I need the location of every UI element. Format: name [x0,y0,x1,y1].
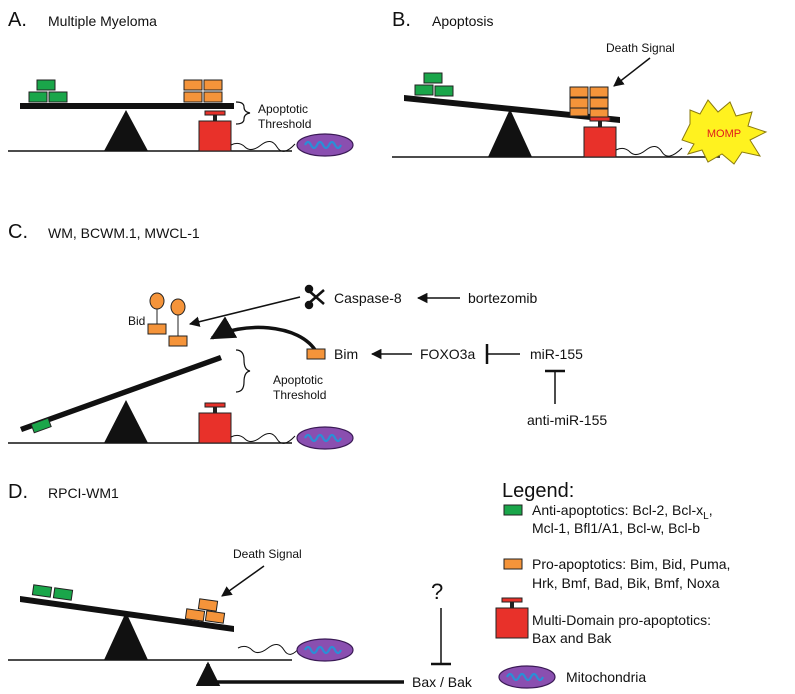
mitochondria-icon [295,637,355,663]
pro-apoptotic-blocks [183,79,223,103]
foxo3a-label: FOXO3a [420,346,475,362]
bim-block [306,348,326,360]
mir155-label: miR-155 [530,346,583,362]
death-signal-label: Death Signal [233,547,302,561]
bax-bak-label: Bax / Bak [412,674,473,690]
legend-multi-line2: Bax and Bak [532,630,612,646]
legend-anti-line1: Anti-apoptotics: Bcl-2, Bcl-xL, [532,502,713,522]
anti-apoptotic-blocks [31,584,74,601]
legend-anti-swatch [503,504,523,516]
legend: Legend: Anti-apoptotics: Bcl-2, Bcl-xL, … [495,480,730,690]
panel-c-title: WM, BCWM.1, MWCL-1 [48,225,200,241]
bim-label: Bim [334,346,358,362]
bid-label: Bid [128,314,145,328]
legend-pro-line2: Hrk, Bmf, Bad, Bik, Bmf, Noxa [532,575,720,591]
threshold-label-line2: Threshold [273,388,326,402]
scissors-icon [304,284,325,310]
panel-a-letter: A. [8,9,27,31]
fulcrum [104,612,148,660]
panel-a-title: Multiple Myeloma [48,13,157,29]
tether-line [615,146,683,157]
death-signal-arrow [221,565,265,597]
threshold-brace [235,101,251,125]
bim-to-bid-curved-arrow [209,316,319,354]
momp-burst [681,99,768,165]
balance-beam [20,103,234,109]
legend-mito-label: Mitochondria [566,669,646,685]
panel-b: B. Apoptosis Death Signal MOMP [392,9,768,165]
death-signal-label: Death Signal [606,41,675,55]
panel-b-letter: B. [392,9,411,31]
caspase-to-bid-arrow [188,296,301,327]
mitochondria-icon [295,425,355,451]
legend-multi-line1: Multi-Domain pro-apoptotics: [532,612,711,628]
multi-domain-box [198,110,232,152]
death-signal-arrow [613,57,651,87]
bortezomib-label: bortezomib [468,290,537,306]
legend-pro-swatch [503,558,523,570]
threshold-label-line1: Apoptotic [273,373,323,387]
mitochondria-icon [295,132,355,158]
momp-label: MOMP [707,128,741,140]
pro-apoptotic-blocks [184,598,226,624]
legend-title: Legend: [502,480,574,502]
legend-mito-swatch [497,664,557,690]
threshold-label-line2: Threshold [258,117,311,131]
panel-b-title: Apoptosis [432,13,493,29]
panel-c: C. WM, BCWM.1, MWCL-1 Apoptotic Threshol… [8,221,607,451]
panel-a: A. Multiple Myeloma Apoptotic Threshold [8,9,355,158]
balance-beam [20,596,234,632]
panel-d-letter: D. [8,481,28,503]
panel-c-letter: C. [8,221,28,243]
anti-apoptotic-blocks [414,72,454,97]
anti-apoptotic-block [30,417,52,434]
pro-apoptotic-blocks [569,86,609,118]
tether-line [237,644,301,655]
panel-d: D. RPCI-WM1 Death Signal Bax / Bak ? [8,481,473,690]
multi-domain-box [583,116,617,158]
fulcrum [488,109,532,157]
bax-bak-to-fulcrum-arrow [195,661,404,687]
antimir155-label: anti-miR-155 [527,412,607,428]
legend-multi-swatch [495,597,529,639]
legend-anti-line2: Mcl-1, Bfl1/A1, Bcl-w, Bcl-b [532,520,700,536]
question-mark: ? [431,579,443,604]
fulcrum [104,400,148,443]
anti-apoptotic-blocks [28,79,68,103]
fulcrum [104,110,148,151]
panel-d-title: RPCI-WM1 [48,485,119,501]
legend-pro-line1: Pro-apoptotics: Bim, Bid, Puma, [532,556,730,572]
balance-beam [20,355,222,432]
threshold-brace [235,349,251,393]
caspase-8-label: Caspase-8 [334,290,402,306]
tether-line [230,433,296,444]
tether-line [230,141,296,152]
bid-cleaved-icon [147,292,188,347]
multi-domain-box [198,402,232,444]
threshold-label-line1: Apoptotic [258,102,308,116]
balance-beam [404,95,620,123]
